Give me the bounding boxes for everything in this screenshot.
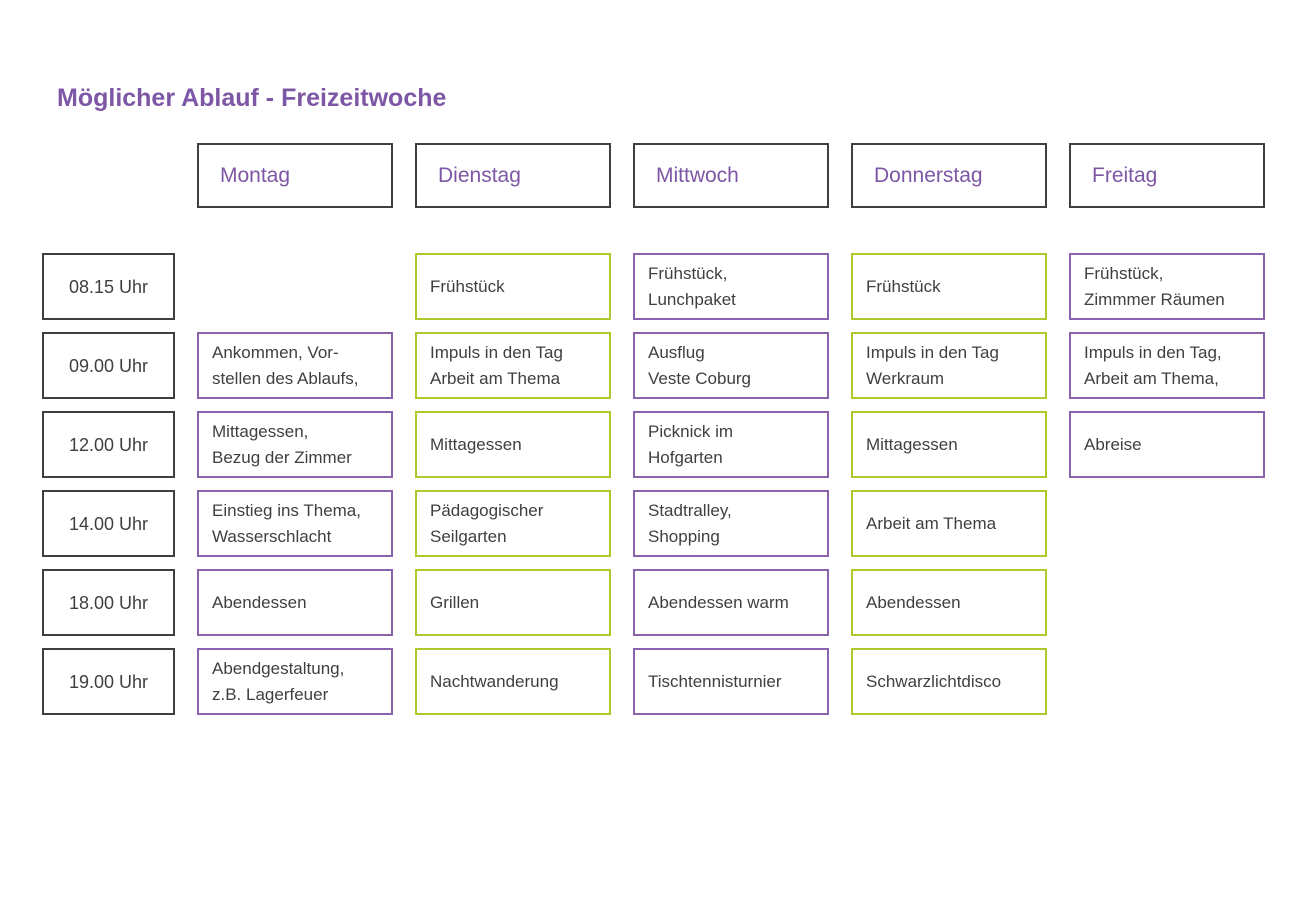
activity-cell: Tischtennisturnier: [633, 648, 829, 715]
activity-cell: Impuls in den Tag Arbeit am Thema: [415, 332, 611, 399]
activity-cell: Grillen: [415, 569, 611, 636]
page-title: Möglicher Ablauf - Freizeitwoche: [57, 84, 447, 112]
activity-cell: Mittagessen, Bezug der Zimmer: [197, 411, 393, 478]
activity-cell: Picknick im Hofgarten: [633, 411, 829, 478]
activity-cell: Ausflug Veste Coburg: [633, 332, 829, 399]
activity-cell: Impuls in den Tag, Arbeit am Thema,: [1069, 332, 1265, 399]
day-header-freitag: Freitag: [1069, 143, 1265, 208]
activity-cell: Pädagogischer Seilgarten: [415, 490, 611, 557]
activity-cell: Frühstück: [415, 253, 611, 320]
activity-cell: Nachtwanderung: [415, 648, 611, 715]
activity-cell: Frühstück, Lunchpaket: [633, 253, 829, 320]
activity-cell: Mittagessen: [415, 411, 611, 478]
activity-cell: Mittagessen: [851, 411, 1047, 478]
activity-cell: Arbeit am Thema: [851, 490, 1047, 557]
activity-cell: Abendessen warm: [633, 569, 829, 636]
time-label: 08.15 Uhr: [42, 253, 175, 320]
activity-cell: Abendessen: [851, 569, 1047, 636]
day-header-mittwoch: Mittwoch: [633, 143, 829, 208]
activity-cell: Abreise: [1069, 411, 1265, 478]
activity-cell: Ankommen, Vor- stellen des Ablaufs,: [197, 332, 393, 399]
schedule-grid: Montag Dienstag Mittwoch Donnerstag Freitag 0…: [42, 143, 1265, 715]
activity-cell: Abendgestaltung, z.B. Lagerfeuer: [197, 648, 393, 715]
time-label: 14.00 Uhr: [42, 490, 175, 557]
day-header-montag: Montag: [197, 143, 393, 208]
activity-cell: Impuls in den Tag Werkraum: [851, 332, 1047, 399]
activity-cell: Stadtralley, Shopping: [633, 490, 829, 557]
activity-cell: Abendessen: [197, 569, 393, 636]
activity-cell: Schwarzlichtdisco: [851, 648, 1047, 715]
day-header-dienstag: Dienstag: [415, 143, 611, 208]
activity-cell: Einstieg ins Thema, Wasserschlacht: [197, 490, 393, 557]
time-label: 19.00 Uhr: [42, 648, 175, 715]
time-label: 12.00 Uhr: [42, 411, 175, 478]
activity-cell: Frühstück, Zimmmer Räumen: [1069, 253, 1265, 320]
day-header-donnerstag: Donnerstag: [851, 143, 1047, 208]
time-label: 09.00 Uhr: [42, 332, 175, 399]
activity-cell: Frühstück: [851, 253, 1047, 320]
time-label: 18.00 Uhr: [42, 569, 175, 636]
